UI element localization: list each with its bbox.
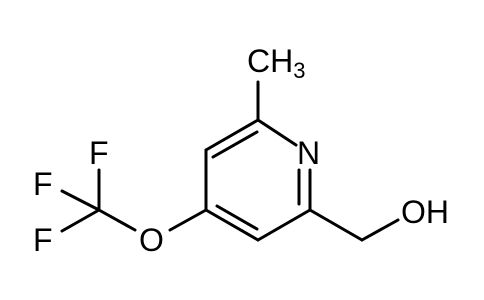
methyl-main-label: CH <box>247 43 293 79</box>
fluorine-top-label: F <box>89 135 109 171</box>
hydroxyl-label: OH <box>401 194 449 230</box>
fluorine-bottom-label: F <box>33 222 53 258</box>
bond-o-cf3 <box>97 208 137 232</box>
fluorine-left-label: F <box>33 166 53 202</box>
pyridine-ring <box>204 118 312 242</box>
bond-c4-o <box>168 208 208 232</box>
bond-c2-c3-inner <box>211 130 259 159</box>
bond-cf3-f-bottom <box>60 208 101 233</box>
nitrogen-label: N <box>297 135 320 171</box>
ether-oxygen-label: O <box>139 222 164 258</box>
bond-c6-ch2 <box>308 208 364 242</box>
bond-c4-c5 <box>204 208 260 242</box>
methyl-label: CH3 <box>247 43 305 83</box>
substituent-bonds <box>60 80 400 242</box>
bond-n-c2 <box>256 118 298 147</box>
bond-ch2-oh <box>360 218 400 242</box>
methyl-subscript: 3 <box>293 58 305 83</box>
bond-c4-c5-inner <box>215 204 259 231</box>
bond-c5-c6 <box>256 208 312 242</box>
bond-c2-c3 <box>204 118 260 152</box>
bond-cf3-f-left <box>60 189 101 212</box>
